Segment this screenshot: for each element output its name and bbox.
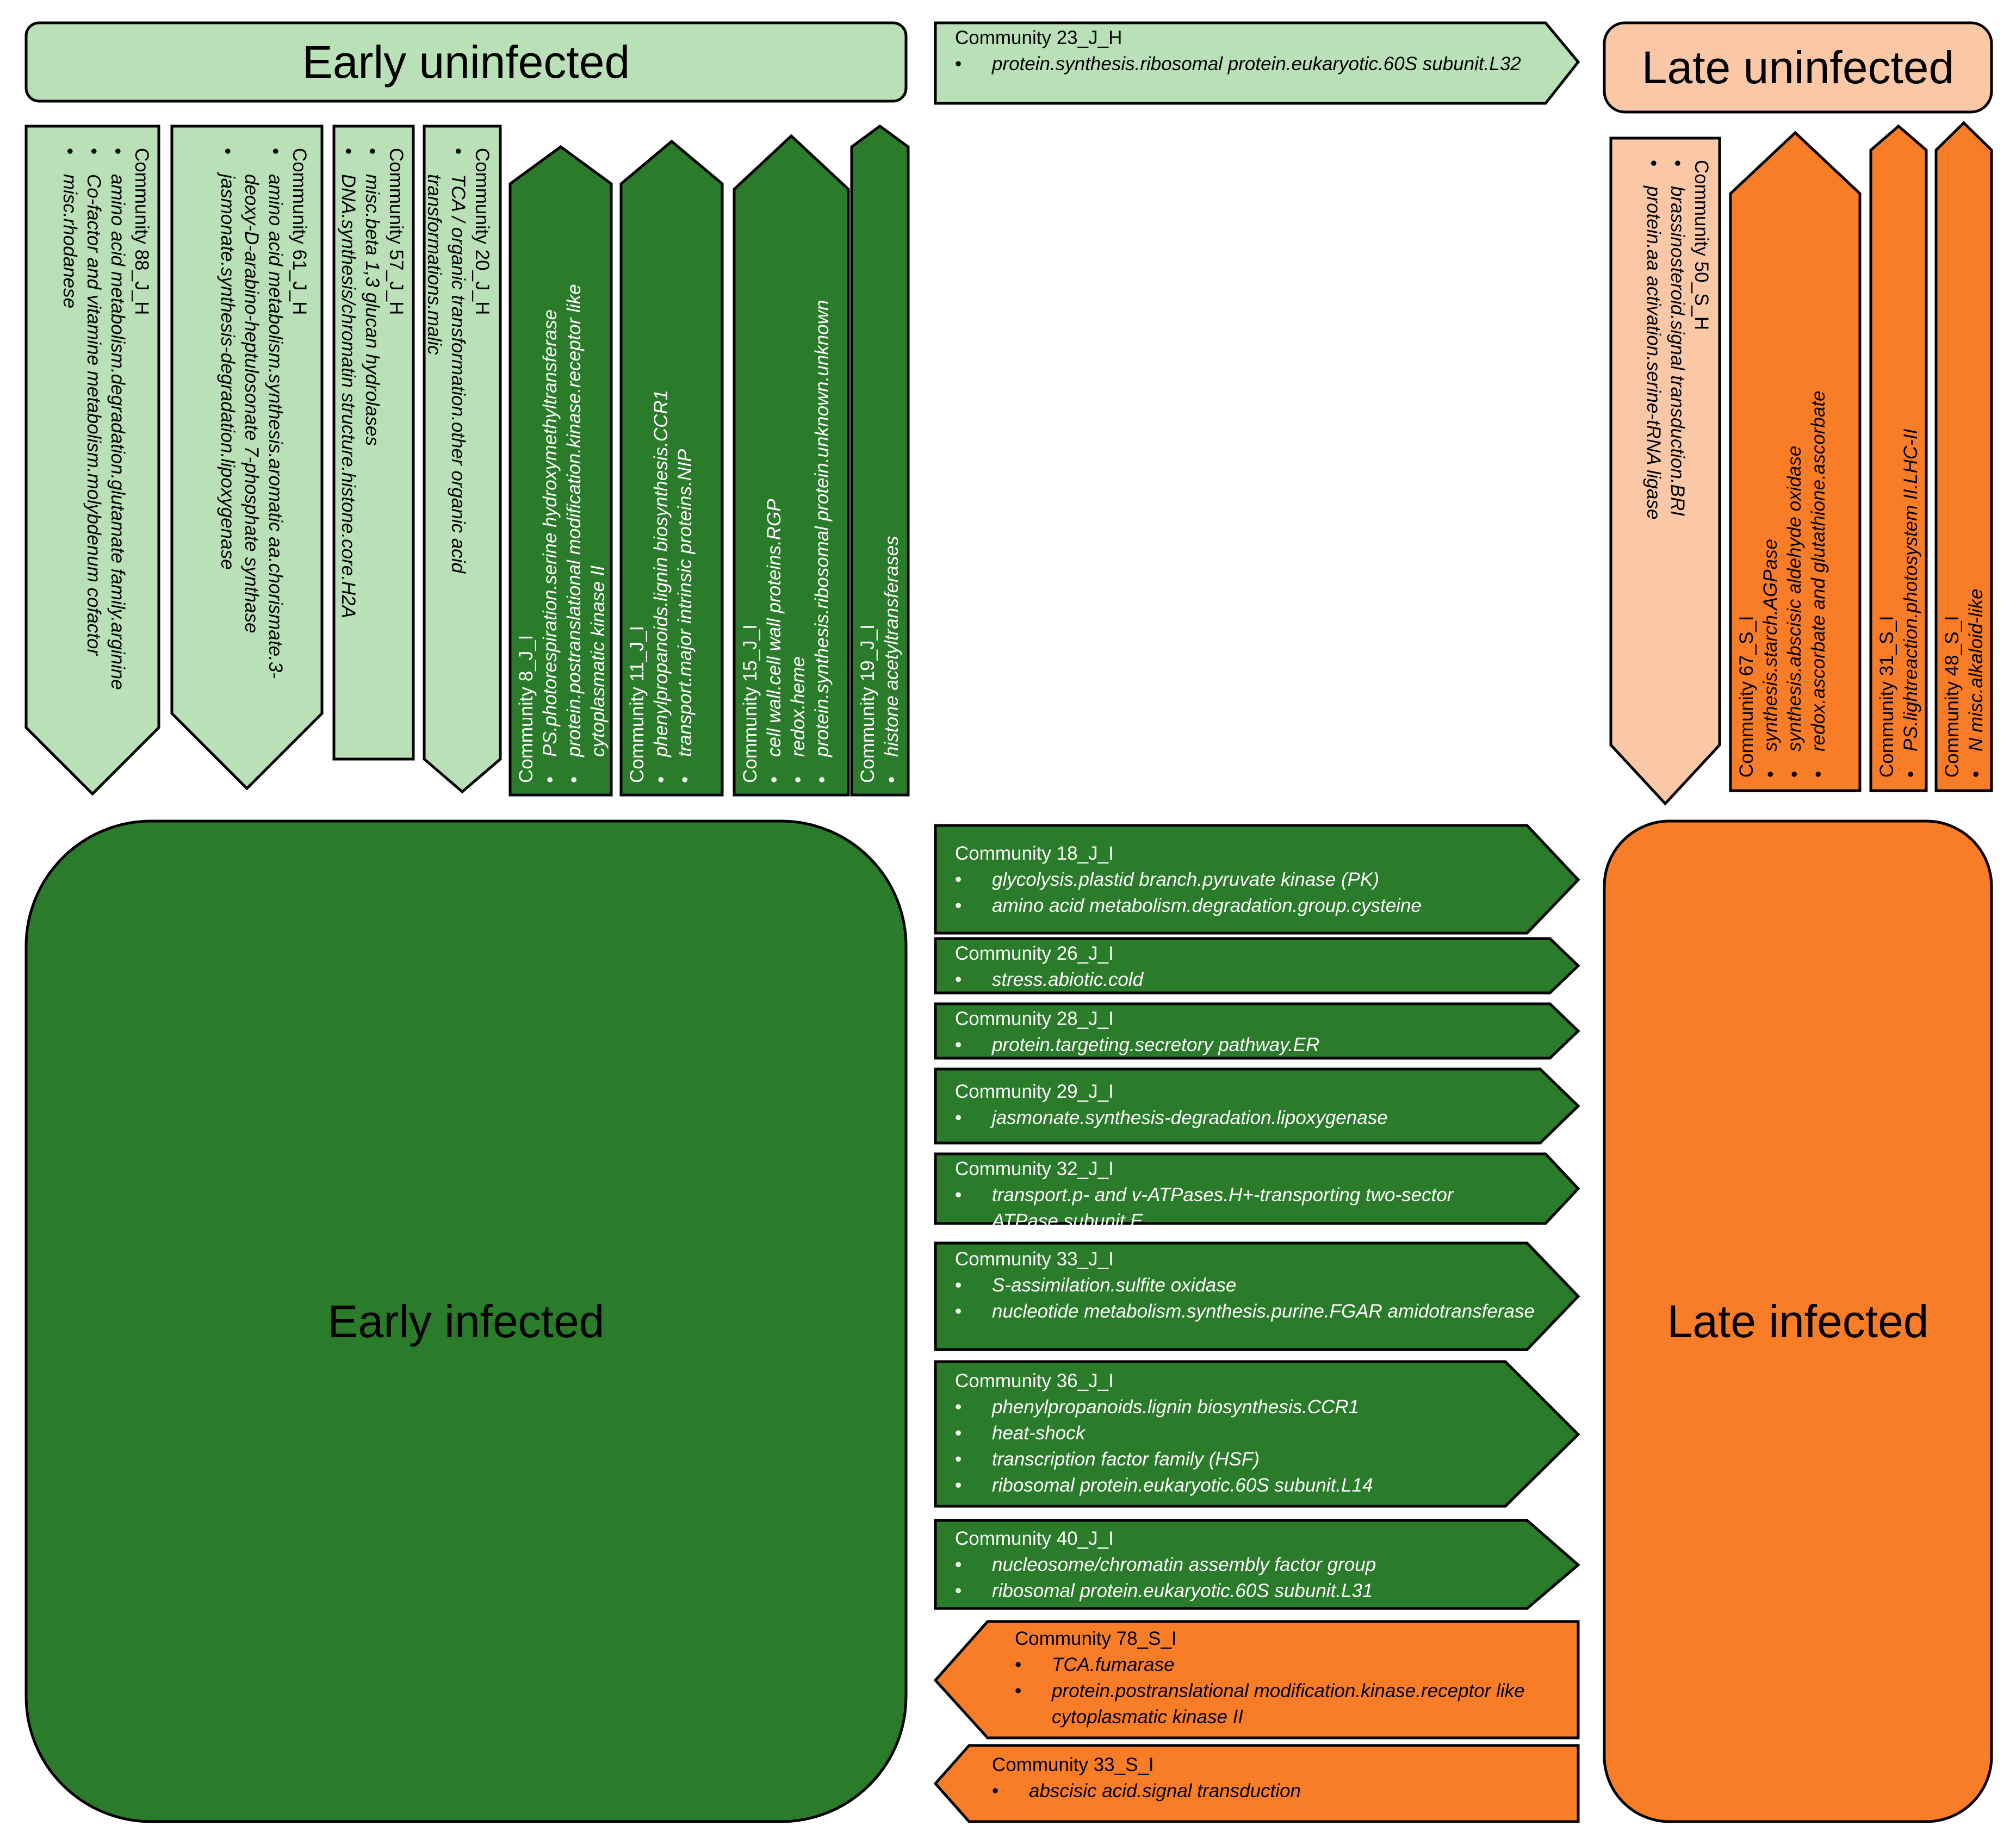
community-title: Community 28_J_I: [955, 1008, 1114, 1029]
community-item: synthesis.starch.AGPase: [1759, 212, 1783, 778]
community-40-j-i: Community 40_J_I nucleosome/chromatin as…: [955, 1526, 1542, 1604]
community-title: Community 40_J_I: [955, 1528, 1114, 1549]
community-48-s-i: Community 48_S_I N misc.alkaloid-like: [1940, 169, 1988, 778]
community-33-s-i: Community 33_S_I abscisic acid.signal tr…: [992, 1752, 1574, 1804]
community-item: misc.beta 1,3 glucan hydrolases: [360, 148, 384, 735]
community-item: protein.synthesis.ribosomal protein.euka…: [955, 51, 1542, 77]
community-title: Community 48_S_I: [1941, 616, 1963, 778]
community-item: jasmonate.synthesis-degradation.lipoxyge…: [955, 1105, 1542, 1131]
community-item: protein.targeting.secretory pathway.ER: [955, 1032, 1542, 1058]
community-15-j-i: Community 15_J_I cell wall.cell wall pro…: [739, 196, 834, 783]
community-item: protein.postranslational modification.ki…: [562, 196, 610, 783]
community-item: PS.lightreaction.photosystem II.LHC-II: [1899, 169, 1923, 778]
community-item: jasmonate.synthesis-degradation.lipoxyge…: [215, 148, 239, 692]
community-title: Community 29_J_I: [955, 1081, 1114, 1102]
community-item: brassinosteroid.signal transduction.BRI: [1665, 160, 1689, 725]
community-title: Community 78_S_I: [1015, 1628, 1177, 1649]
community-50-s-h: Community 50_S_H brassinosteroid.signal …: [1641, 160, 1713, 725]
community-item: PS.photorespiration.serine hydroxymethyl…: [538, 196, 562, 783]
community-88-j-h: Community 88_J_H amino acid metabolism.d…: [58, 148, 153, 735]
community-item: synthesis.abscisic aldehyde oxidase: [1783, 212, 1807, 778]
community-item: TCA.fumarase: [1015, 1652, 1575, 1678]
community-28-j-i: Community 28_J_I protein.targeting.secre…: [955, 1006, 1542, 1058]
community-item: phenylpropanoids.lignin biosynthesis.CCR…: [955, 1394, 1531, 1420]
community-item: glycolysis.plastid branch.pyruvate kinas…: [955, 867, 1542, 893]
community-title: Community 20_J_H: [472, 148, 493, 315]
community-item: transport.major intrinsic proteins.NIP: [673, 196, 697, 783]
community-title: Community 67_S_I: [1736, 616, 1757, 778]
community-57-j-h: Community 57_J_H misc.beta 1,3 glucan hy…: [336, 148, 408, 735]
community-11-j-i: Community 11_J_I phenylpropanoids.lignin…: [625, 196, 697, 783]
early-infected-label: Early infected: [327, 1295, 605, 1347]
community-item: DNA.synthesis/chromatin structure.histon…: [336, 148, 360, 735]
community-item: phenylpropanoids.lignin biosynthesis.CCR…: [649, 196, 673, 783]
community-item: TCA / organic transformation.other organ…: [422, 148, 470, 735]
community-item: cell wall.cell wall proteins.RGP: [762, 196, 786, 783]
community-23-j-h: Community 23_J_H protein.synthesis.ribos…: [955, 25, 1542, 77]
early-infected-box: [24, 819, 908, 1823]
community-item: transport.p- and v-ATPases.H+-transporti…: [955, 1182, 1542, 1234]
community-title: Community 33_J_I: [955, 1248, 1114, 1270]
community-33-j-i: Community 33_J_I S-assimilation.sulfite …: [955, 1246, 1542, 1325]
community-item: protein.postranslational modification.ki…: [1015, 1678, 1575, 1730]
community-19-j-i: Community 19_J_I histone acetyltransfera…: [856, 174, 904, 783]
community-title: Community 11_J_I: [626, 625, 648, 783]
community-title: Community 18_J_I: [955, 843, 1114, 864]
community-36-j-i: Community 36_J_I phenylpropanoids.lignin…: [955, 1368, 1531, 1499]
community-title: Community 31_S_I: [1876, 616, 1897, 778]
community-item: Co-factor and vitamine metabolism.molybd…: [82, 148, 106, 735]
community-title: Community 57_J_H: [386, 148, 407, 315]
community-item: redox.heme: [786, 196, 810, 783]
community-title: Community 8_J_I: [516, 635, 537, 783]
community-67-s-i: Community 67_S_I synthesis.starch.AGPase…: [1735, 212, 1831, 778]
community-item: ribosomal protein.eukaryotic.60S subunit…: [955, 1578, 1542, 1604]
early-uninfected-box: [24, 21, 908, 103]
community-title: Community 26_J_I: [955, 943, 1114, 964]
early-uninfected-label: Early uninfected: [302, 36, 630, 88]
community-item: histone acetyltransferases: [880, 174, 904, 783]
community-item: protein.aa activation.serine-tRNA ligase: [1641, 160, 1665, 725]
community-78-s-i: Community 78_S_I TCA.fumarase protein.po…: [1015, 1626, 1575, 1730]
community-title: Community 15_J_I: [740, 624, 761, 783]
community-29-j-i: Community 29_J_I jasmonate.synthesis-deg…: [955, 1079, 1542, 1131]
community-item: amino acid metabolism.degradation.group.…: [955, 893, 1542, 919]
community-18-j-i: Community 18_J_I glycolysis.plastid bran…: [955, 841, 1542, 919]
community-8-j-i: Community 8_J_I PS.photorespiration.seri…: [514, 196, 610, 783]
community-item: amino acid metabolism.degradation.glutam…: [106, 148, 129, 735]
community-title: Community 33_S_I: [992, 1754, 1154, 1775]
community-title: Community 19_J_I: [857, 624, 878, 783]
community-item: redox.ascorbate and glutathione.ascorbat…: [1807, 212, 1831, 778]
late-infected-box: [1603, 819, 1993, 1823]
community-item: nucleotide metabolism.synthesis.purine.F…: [955, 1299, 1542, 1325]
community-title: Community 88_J_H: [131, 148, 152, 315]
community-item: ribosomal protein.eukaryotic.60S subunit…: [955, 1473, 1531, 1499]
community-61-j-h: Community 61_J_H amino acid metabolism.s…: [215, 148, 311, 692]
community-item: nucleosome/chromatin assembly factor gro…: [955, 1552, 1542, 1578]
community-title: Community 50_S_H: [1691, 160, 1712, 331]
community-item: N misc.alkaloid-like: [1964, 169, 1988, 778]
community-item: amino acid metabolism.synthesis.aromatic…: [239, 148, 287, 692]
late-infected-label: Late infected: [1667, 1295, 1929, 1347]
community-32-j-i: Community 32_J_I transport.p- and v-ATPa…: [955, 1156, 1542, 1234]
community-item: S-assimilation.sulfite oxidase: [955, 1272, 1542, 1299]
community-title: Community 36_J_I: [955, 1370, 1114, 1391]
community-item: misc.rhodanese: [58, 148, 82, 735]
community-item: abscisic acid.signal transduction: [992, 1778, 1574, 1804]
community-31-s-i: Community 31_S_I PS.lightreaction.photos…: [1875, 169, 1923, 778]
community-26-j-i: Community 26_J_I stress.abiotic.cold: [955, 941, 1542, 993]
community-item: protein.synthesis.ribosomal protein.unkn…: [810, 196, 834, 783]
late-uninfected-label: Late uninfected: [1641, 41, 1955, 93]
late-uninfected-box: [1603, 21, 1993, 114]
community-title: Community 23_J_H: [955, 27, 1122, 48]
community-item: stress.abiotic.cold: [955, 967, 1542, 993]
community-20-j-h: Community 20_J_H TCA / organic transform…: [422, 148, 494, 735]
community-item: heat-shock: [955, 1420, 1531, 1446]
community-title: Community 61_J_H: [289, 148, 310, 315]
community-title: Community 32_J_I: [955, 1158, 1114, 1179]
community-item: transcription factor family (HSF): [955, 1446, 1531, 1473]
